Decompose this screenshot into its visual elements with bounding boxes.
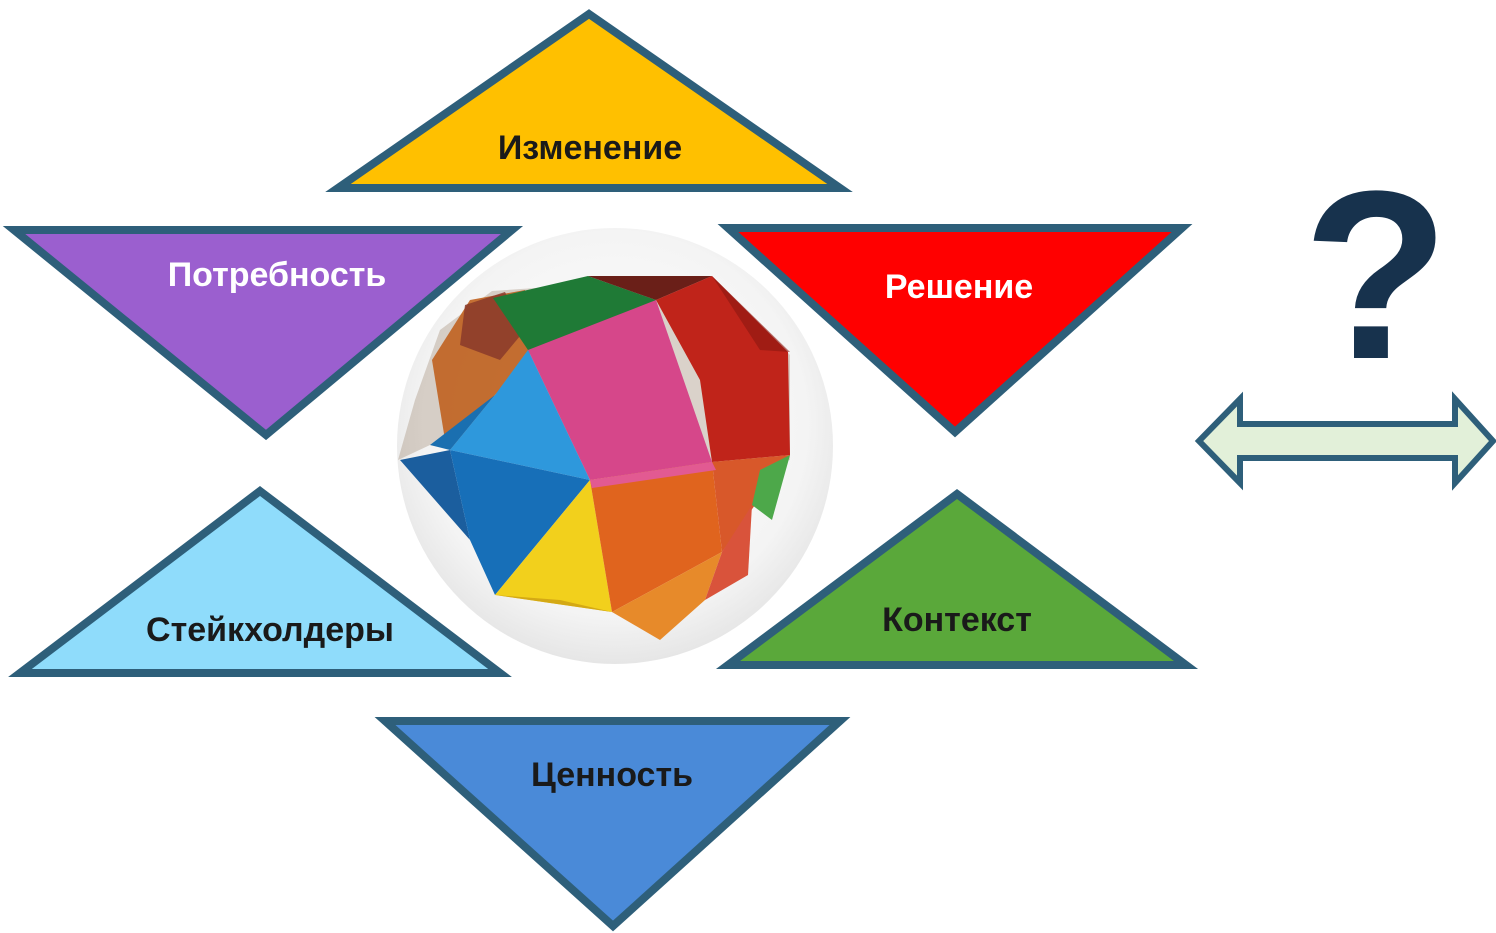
triangle-need: Потребность <box>2 226 524 441</box>
triangle-context-shape <box>715 489 1199 669</box>
origami-polyhedron-image <box>398 276 790 640</box>
triangle-value-shape <box>374 717 851 932</box>
question-mark: ? <box>1303 141 1450 409</box>
triangle-change-label: Изменение <box>498 129 682 167</box>
triangle-context-label: Контекст <box>882 601 1032 639</box>
triangle-change-shape <box>325 9 853 192</box>
triangle-solution: Решение <box>717 224 1193 438</box>
triangle-need-shape <box>2 226 524 441</box>
triangle-value-label: Ценность <box>531 756 693 794</box>
triangle-solution-label: Решение <box>885 268 1033 306</box>
triangle-context: Контекст <box>715 489 1199 669</box>
double-arrow-icon <box>1194 391 1496 491</box>
triangle-stakeholders-shape <box>8 485 512 677</box>
triangle-solution-shape <box>717 224 1193 438</box>
center-image <box>397 228 833 664</box>
triangle-need-label: Потребность <box>168 256 387 294</box>
triangle-stakeholders: Стейкхолдеры <box>8 485 512 677</box>
triangle-stakeholders-label: Стейкхолдеры <box>146 611 394 649</box>
triangle-value: Ценность <box>374 717 851 932</box>
triangle-change: Изменение <box>325 9 853 192</box>
